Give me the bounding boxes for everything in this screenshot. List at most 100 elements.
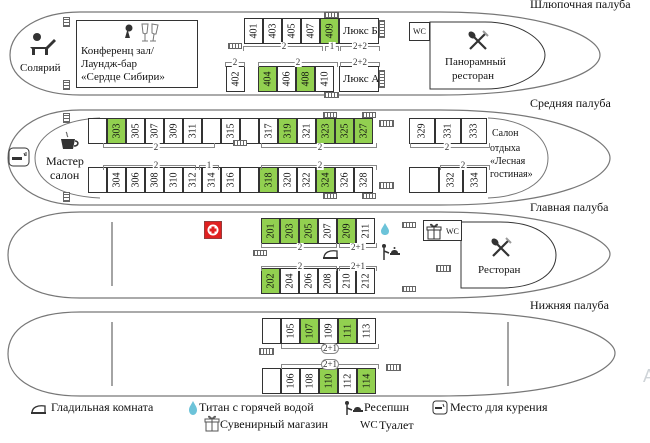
cabin-304[interactable]: 304 — [107, 167, 126, 193]
cabin-333[interactable]: 333 — [461, 118, 487, 144]
cabin-334[interactable]: 334 — [463, 167, 487, 193]
cabin-209[interactable]: 209 — [337, 218, 356, 244]
cabin-305[interactable]: 305 — [126, 118, 145, 144]
cabin-323[interactable]: 323 — [316, 118, 335, 144]
cabin-324[interactable]: 324 — [316, 167, 335, 193]
cabin-319[interactable]: 319 — [278, 118, 297, 144]
cabin-310[interactable]: 310 — [164, 167, 183, 193]
cabin-unnumbered[interactable] — [202, 118, 221, 144]
cabin-number: 202 — [265, 273, 276, 289]
cabin-331[interactable]: 331 — [435, 118, 461, 144]
cabin-number: 332 — [445, 172, 457, 188]
cabin-406[interactable]: 406 — [277, 66, 296, 92]
berth-brace — [103, 165, 196, 170]
cabin-329[interactable]: 329 — [409, 118, 435, 144]
first-aid-icon — [203, 220, 223, 244]
cabin-105[interactable]: 105 — [281, 318, 300, 344]
cabin-203[interactable]: 203 — [280, 218, 299, 244]
berth-count: 2 — [296, 261, 304, 271]
cabin-number: 324 — [320, 172, 331, 188]
cabin-318[interactable]: 318 — [259, 167, 278, 193]
cabin-410[interactable]: 410 — [315, 66, 334, 92]
cabin-328[interactable]: 328 — [354, 167, 373, 193]
suite-a[interactable]: Люкс А — [339, 66, 379, 92]
staircase — [362, 112, 376, 118]
cabin-326[interactable]: 326 — [335, 167, 354, 193]
cabin-312[interactable]: 312 — [183, 167, 202, 193]
cabin-325[interactable]: 325 — [335, 118, 354, 144]
berth-count: 2 — [152, 160, 160, 170]
master-salon-line-1: Мастер — [46, 154, 84, 168]
cabin-321[interactable]: 321 — [297, 118, 316, 144]
cabin-number: 408 — [300, 71, 311, 87]
berth-count: 2+2 — [351, 57, 369, 67]
cabin-208[interactable]: 208 — [318, 268, 337, 294]
cabin-108[interactable]: 108 — [300, 368, 319, 394]
berth-count: 2+1 — [349, 242, 367, 252]
cabin-307[interactable]: 307 — [145, 118, 164, 144]
cabin-402[interactable]: 402 — [226, 66, 245, 92]
cabin-309[interactable]: 309 — [164, 118, 183, 144]
cabin-unnumbered[interactable] — [88, 167, 107, 193]
cabin-327[interactable]: 327 — [354, 118, 373, 144]
cabin-110[interactable]: 110 — [319, 368, 338, 394]
cabin-number: 407 — [305, 23, 316, 39]
cabin-number: 209 — [341, 223, 352, 239]
cabin-210[interactable]: 210 — [337, 268, 356, 294]
cabin-112[interactable]: 112 — [338, 368, 357, 394]
cabin-332[interactable]: 332 — [439, 167, 463, 193]
cabin-211[interactable]: 211 — [356, 218, 375, 244]
cabin-408[interactable]: 408 — [296, 66, 315, 92]
staircase — [379, 120, 394, 127]
cabin-206[interactable]: 206 — [299, 268, 318, 294]
cabin-114[interactable]: 114 — [357, 368, 376, 394]
cabin-320[interactable]: 320 — [278, 167, 297, 193]
staircase — [402, 222, 416, 228]
cabin-317[interactable]: 317 — [259, 118, 278, 144]
cabin-311[interactable]: 311 — [183, 118, 202, 144]
cabin-106[interactable]: 106 — [281, 368, 300, 394]
cabin-109[interactable]: 109 — [319, 318, 338, 344]
cabin-401[interactable]: 401 — [244, 18, 263, 44]
cabin-111[interactable]: 111 — [338, 318, 357, 344]
cabin-unnumbered[interactable] — [262, 368, 281, 394]
cabin-212[interactable]: 212 — [356, 268, 375, 294]
cabin-405[interactable]: 405 — [282, 18, 301, 44]
cabin-314[interactable]: 314 — [202, 167, 221, 193]
cabin-207[interactable]: 207 — [318, 218, 337, 244]
suite-b[interactable]: Люкс Б — [339, 18, 379, 44]
cabin-308[interactable]: 308 — [145, 167, 164, 193]
staircase — [379, 70, 385, 88]
cabin-number: 108 — [304, 373, 315, 389]
cabin-113[interactable]: 113 — [357, 318, 376, 344]
cabin-303[interactable]: 303 — [107, 118, 126, 144]
berth-count: 2 — [316, 160, 324, 170]
cabin-unnumbered[interactable] — [240, 167, 259, 193]
cabin-403[interactable]: 403 — [263, 18, 282, 44]
cabin-204[interactable]: 204 — [280, 268, 299, 294]
cabin-number: 305 — [130, 123, 141, 139]
cabin-202[interactable]: 202 — [261, 268, 280, 294]
lounge-line-4: гостиная» — [490, 169, 533, 180]
cabin-306[interactable]: 306 — [126, 167, 145, 193]
cabin-404[interactable]: 404 — [258, 66, 277, 92]
cabin-407[interactable]: 407 — [301, 18, 320, 44]
cabin-107[interactable]: 107 — [300, 318, 319, 344]
cabin-unnumbered[interactable] — [409, 167, 439, 193]
cabin-322[interactable]: 322 — [297, 167, 316, 193]
cabin-201[interactable]: 201 — [261, 218, 280, 244]
cabin-number: 319 — [282, 123, 293, 139]
lounge-line-2: отдыха — [490, 143, 521, 154]
cabin-315[interactable]: 315 — [221, 118, 240, 144]
cabin-number: 306 — [130, 172, 141, 188]
cabin-unnumbered[interactable] — [88, 118, 107, 144]
cabin-number: 315 — [225, 123, 236, 139]
conference-hall[interactable]: Конференц зал/ Лаундж-бар «Сердце Сибири… — [76, 20, 198, 88]
lounge-line-1: Салон — [492, 128, 519, 139]
cabin-number: 208 — [322, 273, 333, 289]
cabin-unnumbered[interactable] — [262, 318, 281, 344]
cabin-205[interactable]: 205 — [299, 218, 318, 244]
cabin-316[interactable]: 316 — [221, 167, 240, 193]
cabin-unnumbered[interactable] — [240, 118, 259, 144]
